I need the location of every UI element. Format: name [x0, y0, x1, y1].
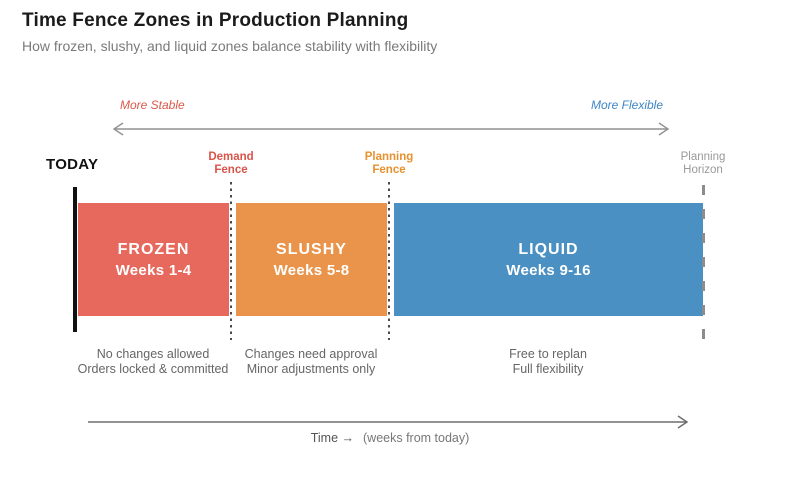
time-axis-arrow — [88, 415, 689, 429]
zone-frozen: FROZEN Weeks 1-4 — [78, 203, 229, 316]
zone-liquid: LIQUID Weeks 9-16 — [394, 203, 703, 316]
zone-slushy-desc-line1: Changes need approval — [244, 347, 378, 361]
zone-liquid-desc-line1: Free to replan — [509, 347, 587, 361]
zone-frozen-name: FROZEN — [117, 240, 190, 258]
zone-slushy-weeks: Weeks 5-8 — [273, 261, 350, 279]
zone-liquid-weeks: Weeks 9-16 — [506, 261, 591, 279]
demand-fence-label: Demand Fence — [181, 151, 281, 177]
zone-liquid-name: LIQUID — [518, 240, 579, 258]
stability-flexibility-arrow — [112, 122, 670, 136]
more-stable-label: More Stable — [120, 98, 185, 112]
zone-frozen-description: No changes allowed Orders locked & commi… — [43, 347, 263, 377]
zone-slushy: SLUSHY Weeks 5-8 — [236, 203, 387, 316]
planning-horizon-line2: Horizon — [683, 164, 723, 176]
zone-slushy-description: Changes need approval Minor adjustments … — [201, 347, 421, 377]
zone-slushy-desc-line2: Minor adjustments only — [246, 362, 376, 376]
demand-fence-line — [230, 182, 232, 340]
time-axis-label: Time → (weeks from today) — [90, 431, 690, 445]
planning-fence-line — [388, 182, 390, 340]
demand-fence-line1: Demand — [208, 151, 254, 163]
planning-horizon-label: Planning Horizon — [653, 151, 753, 177]
zone-slushy-name: SLUSHY — [276, 240, 347, 258]
zone-liquid-description: Free to replan Full flexibility — [438, 347, 658, 377]
zone-liquid-desc-line2: Full flexibility — [512, 362, 584, 376]
planning-horizon-line1: Planning — [680, 151, 726, 163]
page-subtitle: How frozen, slushy, and liquid zones bal… — [22, 38, 438, 54]
planning-fence-label: Planning Fence — [339, 151, 439, 177]
time-axis-label-sub: (weeks from today) — [363, 431, 470, 445]
planning-fence-line1: Planning — [364, 151, 414, 163]
today-marker-line — [73, 187, 77, 332]
planning-fence-line2: Fence — [372, 164, 406, 176]
time-axis-label-main: Time → — [310, 431, 354, 445]
page-title: Time Fence Zones in Production Planning — [22, 10, 409, 31]
demand-fence-line2: Fence — [214, 164, 248, 176]
today-label: TODAY — [46, 156, 99, 173]
planning-horizon-line — [702, 185, 705, 340]
zone-frozen-desc-line1: No changes allowed — [96, 347, 210, 361]
zone-frozen-weeks: Weeks 1-4 — [115, 261, 192, 279]
more-flexible-label: More Flexible — [590, 98, 663, 112]
zone-frozen-desc-line2: Orders locked & committed — [77, 362, 229, 376]
